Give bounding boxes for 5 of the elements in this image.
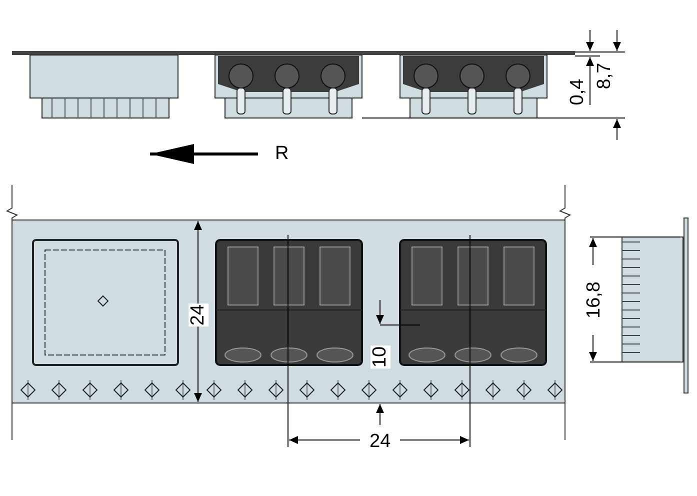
dimension-label: 16,8 [584, 280, 604, 320]
dimension-label: 8,7 [595, 62, 616, 90]
dimension-label: 24 [188, 303, 208, 327]
dimension-label: 10 [370, 345, 390, 369]
dimension-label: 0,4 [568, 78, 588, 106]
